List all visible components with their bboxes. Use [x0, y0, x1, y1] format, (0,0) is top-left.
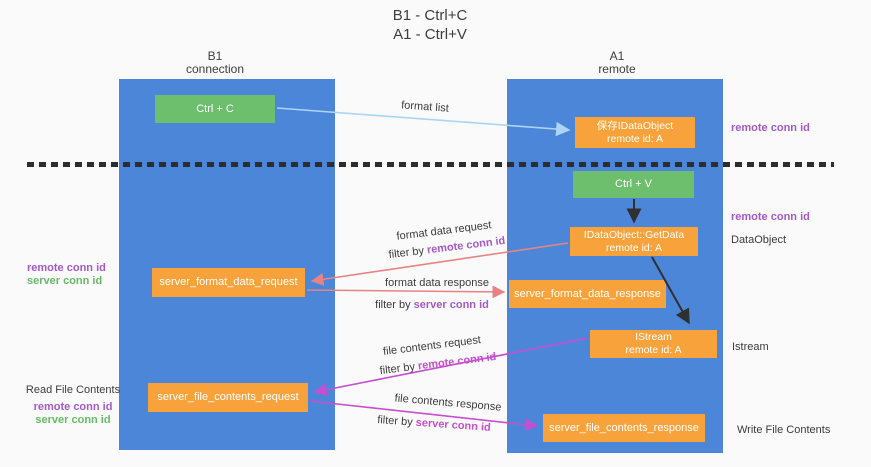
- label-read-file-contents: Read File Contents: [25, 384, 121, 396]
- dashed-divider: [27, 162, 834, 167]
- lane-a1-subtitle: remote: [598, 62, 636, 76]
- label-file-contents-response: file contents response: [394, 392, 502, 414]
- label-server-conn-id: server conn id: [35, 414, 111, 426]
- node-save-idataobject: 保存IDataObject remote id: A: [575, 117, 695, 148]
- lane-header-a1: A1 remote: [532, 50, 702, 76]
- label-filter-format-response: filter by server conn id: [375, 299, 489, 311]
- label-format-data-response: format data response: [385, 277, 489, 289]
- label-server-conn-id: server conn id: [413, 299, 489, 311]
- node-getdata-line1: IDataObject::GetData: [583, 228, 685, 241]
- node-server-format-data-request: server_format_data_request: [152, 268, 305, 297]
- node-server-file-contents-request: server_file_contents_request: [148, 383, 308, 412]
- lane-header-b1: B1 connection: [130, 50, 300, 76]
- label-server-conn-id: server conn id: [27, 275, 103, 287]
- diagram-title: B1 - Ctrl+C A1 - Ctrl+V: [335, 6, 525, 44]
- label-left-read-file-block: Read File Contents remote conn id server…: [21, 384, 125, 427]
- node-getdata-line2: remote id: A: [605, 241, 663, 254]
- label-format-list: format list: [400, 99, 450, 115]
- node-ctrl-c: Ctrl + C: [155, 95, 275, 123]
- lane-b1-name: B1: [207, 49, 223, 63]
- diagram-title-line2: A1 - Ctrl+V: [393, 26, 467, 43]
- node-server-file-contents-response: server_file_contents_response: [543, 414, 705, 442]
- node-ctrl-v: Ctrl + V: [573, 171, 694, 198]
- node-save-idataobject-line2: remote id: A: [606, 132, 664, 145]
- node-save-idataobject-line1: 保存IDataObject: [596, 119, 674, 132]
- label-remote-conn-id: remote conn id: [33, 401, 113, 413]
- lane-b1-subtitle: connection: [185, 62, 245, 76]
- diagram-title-line1: B1 - Ctrl+C: [392, 7, 468, 24]
- label-filter-by-text: filter by: [379, 360, 419, 378]
- label-remote-conn-id: remote conn id: [426, 234, 506, 257]
- label-server-conn-id: server conn id: [415, 416, 492, 434]
- label-filter-file-response: filter by server conn id: [377, 414, 491, 434]
- label-right-remote-conn-id-mid: remote conn id: [731, 211, 810, 223]
- node-server-format-data-response: server_format_data_response: [509, 280, 666, 308]
- label-istream: Istream: [732, 341, 769, 353]
- label-filter-by-text: filter by: [388, 244, 428, 262]
- node-istream: IStream remote id: A: [590, 330, 717, 358]
- label-right-remote-conn-id-top: remote conn id: [731, 122, 810, 134]
- lane-a1-name: A1: [609, 49, 625, 63]
- label-dataobject: DataObject: [731, 234, 787, 246]
- label-write-file-contents: Write File Contents: [737, 424, 831, 436]
- node-istream-line1: IStream: [635, 331, 672, 343]
- node-istream-line2: remote id: A: [625, 344, 682, 356]
- arrow-format-data-response: [306, 285, 506, 299]
- label-filter-by-text: filter by: [375, 299, 414, 311]
- label-remote-conn-id: remote conn id: [27, 262, 106, 274]
- label-remote-conn-id: remote conn id: [417, 350, 497, 373]
- node-idataobject-getdata: IDataObject::GetData remote id: A: [570, 227, 698, 256]
- label-left-conn-ids-format: remote conn id server conn id: [27, 262, 106, 288]
- label-filter-by-text: filter by: [376, 414, 417, 429]
